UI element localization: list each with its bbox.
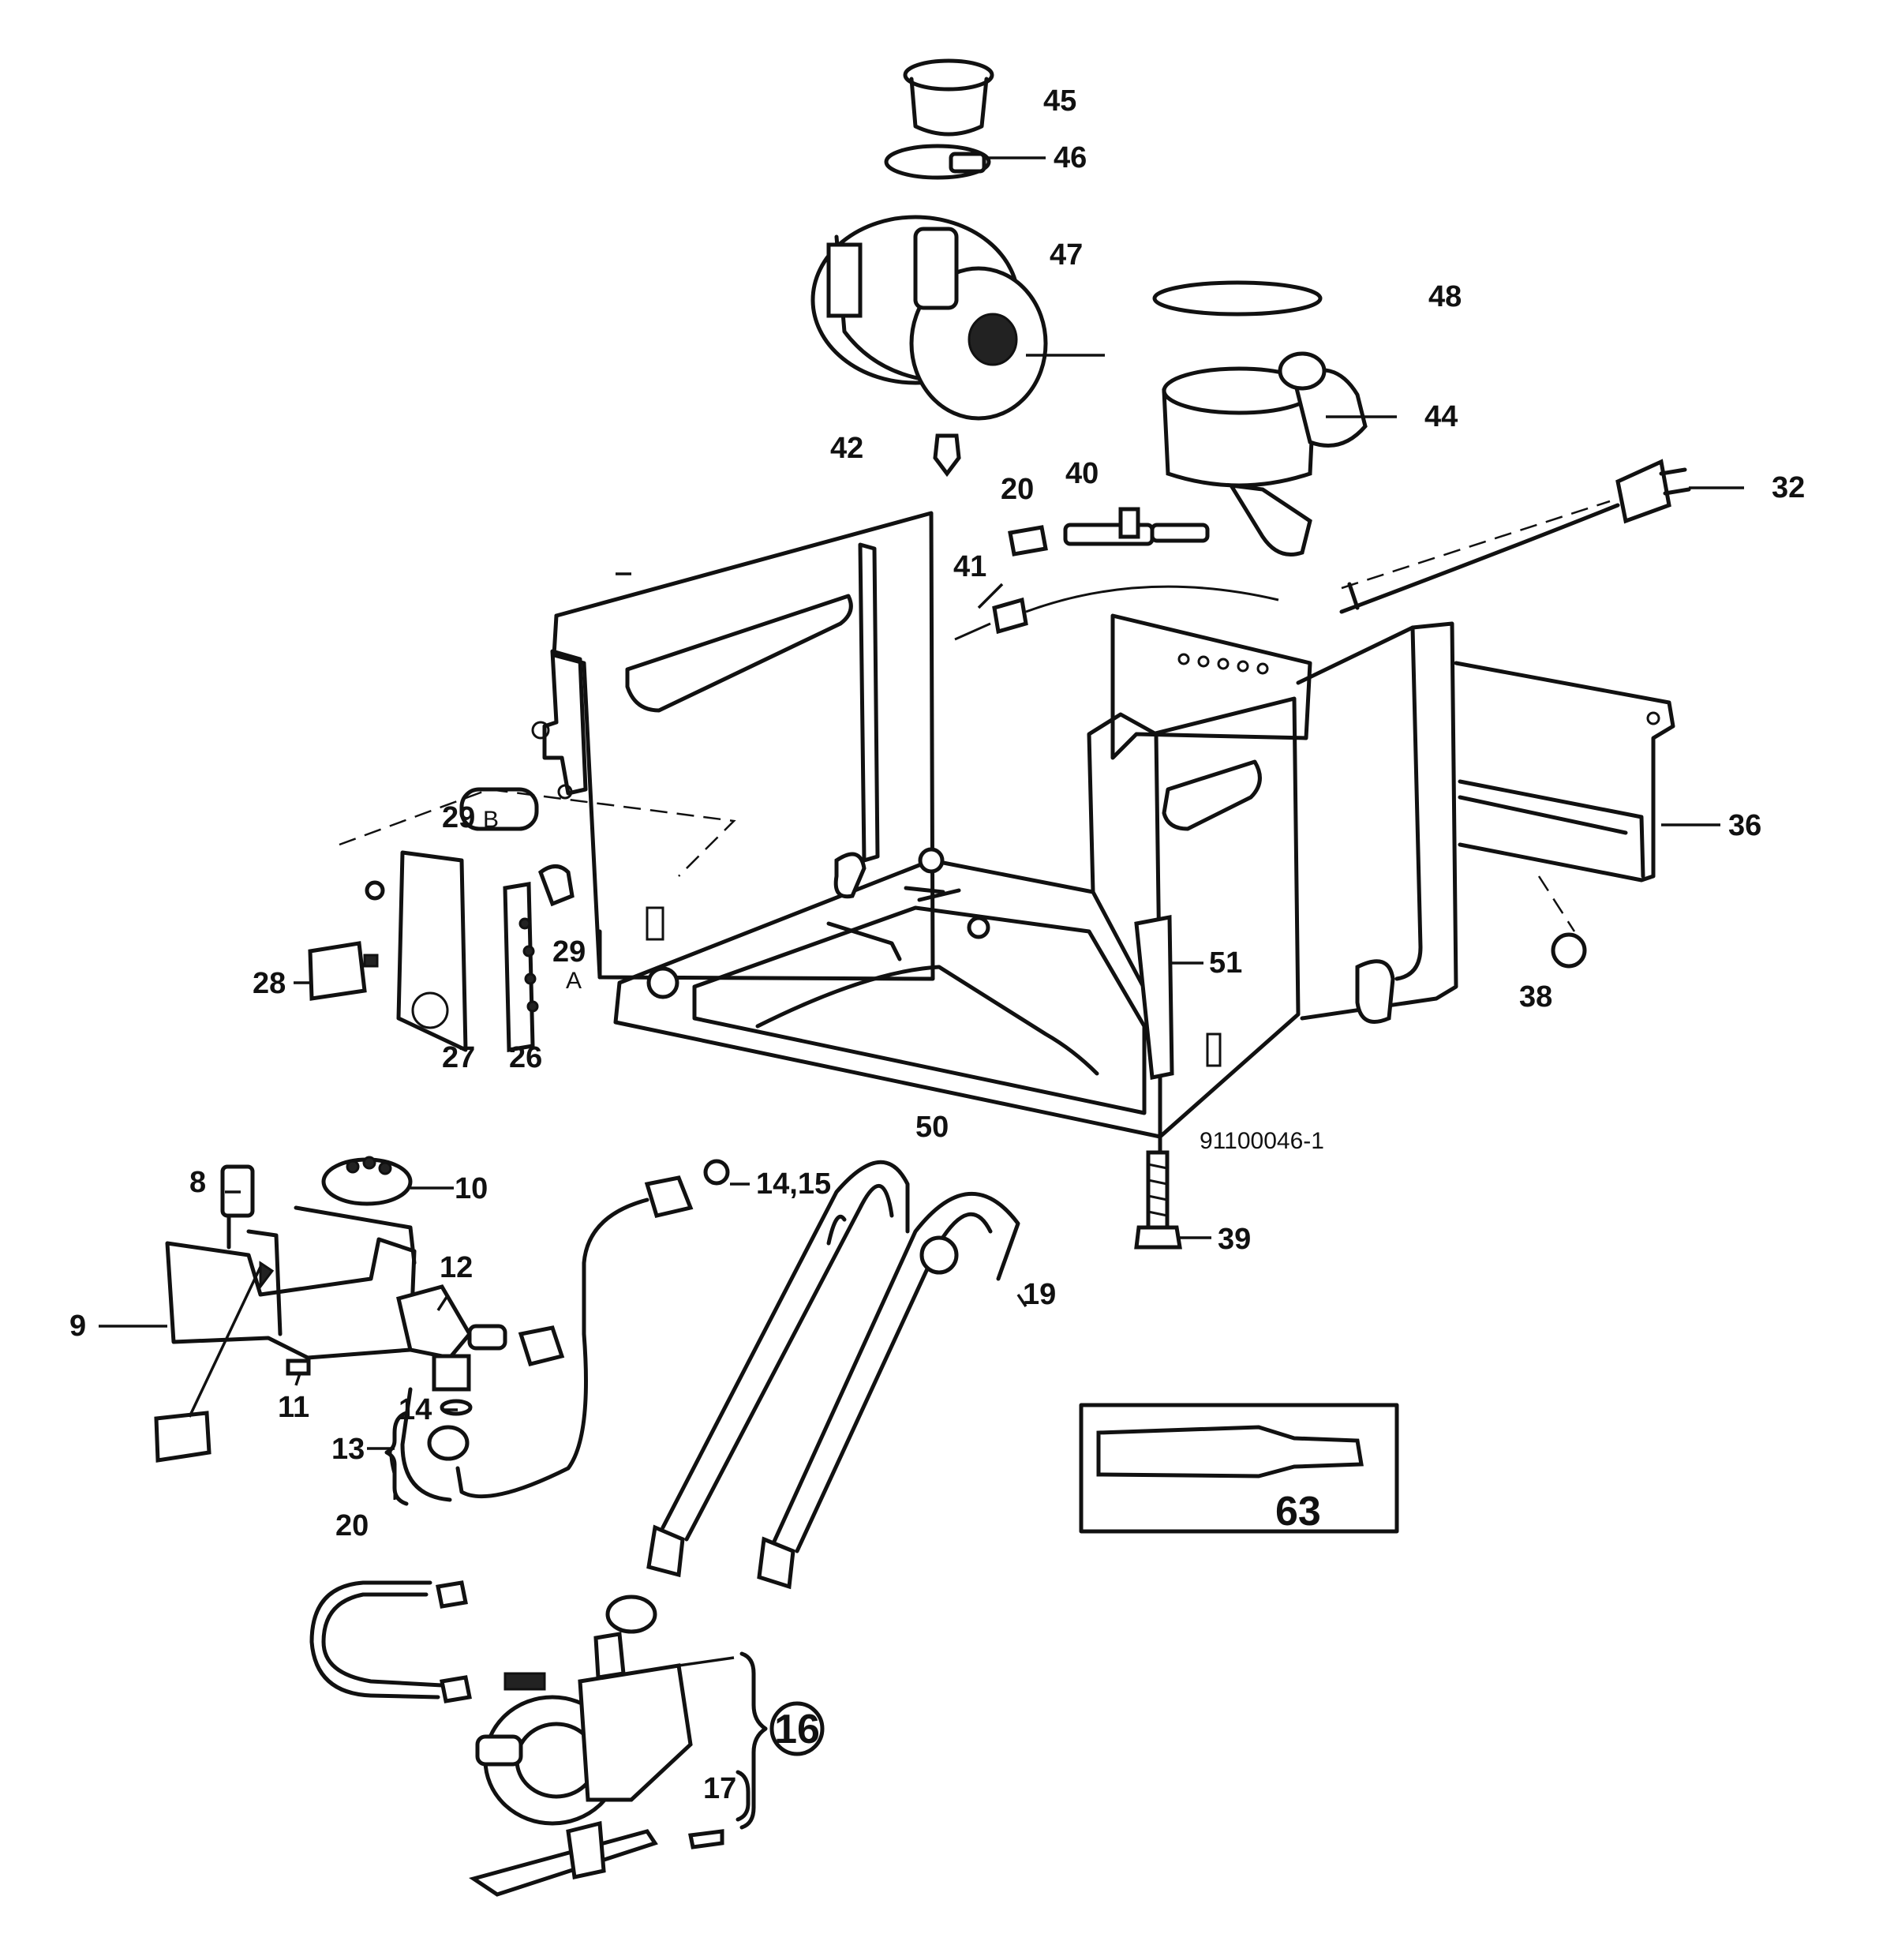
callout-50: 50 <box>915 1111 949 1144</box>
callout-27: 27 <box>442 1041 475 1074</box>
part-11-button <box>286 1359 311 1376</box>
callout-29b-letter: B <box>483 807 499 833</box>
callout-29b: 29 <box>442 801 475 834</box>
callout-36: 36 <box>1728 809 1761 842</box>
part-17-mounting-plate <box>469 1820 724 1897</box>
callout-9: 9 <box>69 1310 86 1343</box>
callout-16: 16 <box>774 1707 820 1752</box>
brace-16 <box>739 1651 768 1830</box>
part-40-fitting <box>1063 507 1210 546</box>
callout-48: 48 <box>1428 280 1462 313</box>
callout-20-bottom: 20 <box>335 1509 369 1542</box>
brace-13 <box>384 1411 409 1506</box>
callout-45: 45 <box>1043 84 1076 118</box>
part-51-bracket <box>1134 914 1174 1080</box>
callout-51: 51 <box>1209 946 1242 980</box>
callout-12: 12 <box>440 1251 473 1284</box>
callout-40: 40 <box>1065 457 1099 490</box>
part-32-power-cord <box>1339 459 1691 614</box>
part-50-hose <box>646 1160 910 1578</box>
callout-10: 10 <box>455 1172 488 1205</box>
part-29b-capacitor <box>339 787 736 877</box>
callout-14-15: 14,15 <box>756 1167 831 1201</box>
callout-26: 26 <box>509 1041 542 1074</box>
part-20-connector <box>1008 525 1048 557</box>
label-card <box>154 1261 275 1463</box>
part-47-circulation-pump <box>810 215 1048 421</box>
part-14-washer <box>427 1399 473 1461</box>
part-63-tool-box <box>1079 1403 1399 1534</box>
callout-39: 39 <box>1218 1223 1251 1256</box>
callout-42: 42 <box>830 432 863 465</box>
part-41-cable-clip <box>954 585 1279 641</box>
callout-63: 63 <box>1275 1489 1321 1535</box>
part-39-screw <box>1134 1150 1182 1250</box>
part-46-clamp-ring <box>884 144 991 180</box>
callout-29a: 29 <box>552 935 586 969</box>
callout-38: 38 <box>1519 980 1552 1014</box>
part-16-drain-pump <box>475 1595 693 1826</box>
brace-17 <box>736 1770 750 1822</box>
part-44-sump <box>1162 351 1368 557</box>
callout-8: 8 <box>189 1166 206 1199</box>
callout-16-circle <box>769 1701 825 1756</box>
callout-13: 13 <box>331 1433 365 1466</box>
part-10-pressure-switch <box>321 1156 413 1206</box>
part-26-terminal-strip <box>503 882 539 1052</box>
callouts: 45 46 47 48 44 42 20 40 32 41 36 38 51 2… <box>69 84 1805 1830</box>
part-8-microswitch <box>220 1164 255 1250</box>
callout-17: 17 <box>703 1772 736 1805</box>
part-28-relay <box>308 941 379 1001</box>
drawing-number: 91100046-1 <box>1200 1128 1324 1154</box>
callout-20-top: 20 <box>1001 473 1034 506</box>
callout-28: 28 <box>253 967 286 1000</box>
part-14-15-washer <box>703 1159 730 1186</box>
part-45-spray-cup <box>903 58 994 137</box>
callout-19: 19 <box>1023 1278 1056 1311</box>
callout-44: 44 <box>1424 400 1458 433</box>
part-38-cap <box>1537 875 1587 969</box>
part-20-hose <box>309 1580 472 1703</box>
callout-14: 14 <box>399 1393 432 1426</box>
part-42-valve-tip <box>933 433 961 478</box>
callout-29a-letter: A <box>566 968 582 994</box>
part-12-valve <box>396 1284 565 1392</box>
part-9-bracket <box>165 1205 417 1360</box>
part-13-hose <box>400 1175 694 1502</box>
part-36-rail <box>1454 661 1675 883</box>
callout-11: 11 <box>278 1391 309 1424</box>
part-27-mounting-plate <box>365 850 468 1052</box>
callout-32: 32 <box>1772 471 1805 504</box>
callout-47: 47 <box>1050 238 1083 272</box>
callout-46: 46 <box>1054 141 1087 174</box>
part-48-seal-ring <box>1152 280 1323 317</box>
part-19-hose <box>757 1192 1020 1590</box>
callout-41: 41 <box>953 550 986 583</box>
part-29a-thermostat <box>538 864 575 907</box>
